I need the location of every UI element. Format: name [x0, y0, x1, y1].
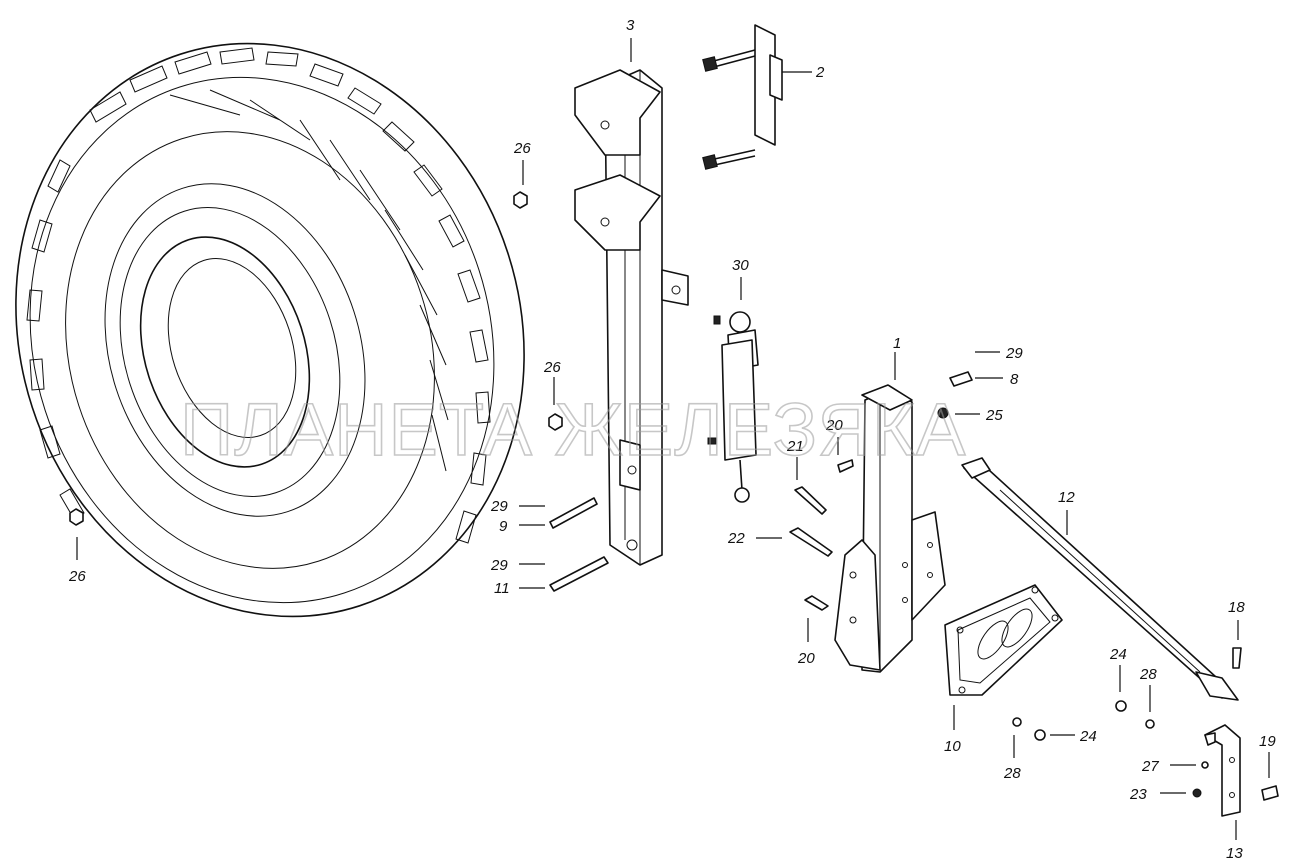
- callout-30: 30: [732, 257, 749, 274]
- callout-8: 8: [1010, 371, 1019, 388]
- callout-27: 27: [1141, 758, 1159, 775]
- plate-10: [944, 584, 1063, 696]
- callout-19: 19: [1259, 733, 1276, 750]
- callout-25: 25: [985, 407, 1003, 424]
- callout-labels: 3 2 26 30 26 1 29 8 25 20 21 22 29 9 29 …: [68, 17, 1276, 862]
- bracket-13: [1204, 724, 1241, 817]
- callout-29-right: 29: [1005, 345, 1023, 362]
- callout-28-right: 28: [1139, 666, 1157, 683]
- callout-20-top: 20: [825, 417, 843, 434]
- nut-26-mid: [548, 413, 563, 431]
- callout-3: 3: [626, 17, 635, 34]
- bracket-post-3: [574, 69, 689, 566]
- tread-pattern: [26, 47, 491, 544]
- callout-26-top: 26: [513, 140, 531, 157]
- callout-18: 18: [1228, 599, 1245, 616]
- rod-12: [961, 457, 1239, 701]
- callout-11: 11: [494, 580, 510, 597]
- leader-lines: [76, 38, 1270, 840]
- callout-1: 1: [893, 335, 901, 352]
- spare-tire: [15, 42, 525, 618]
- callout-10: 10: [944, 738, 961, 755]
- callout-29-pin11: 29: [490, 557, 508, 574]
- callout-23: 23: [1129, 786, 1147, 803]
- callout-12: 12: [1058, 489, 1075, 506]
- callout-22: 22: [727, 530, 745, 547]
- callout-29-pin9: 29: [490, 498, 508, 515]
- callout-13: 13: [1226, 845, 1243, 862]
- callout-26-left: 26: [68, 568, 86, 585]
- callout-9: 9: [499, 518, 508, 535]
- watermark: ПЛАНЕТА ЖЕЛЕЗЯКА: [180, 388, 966, 471]
- callout-28-left: 28: [1003, 765, 1021, 782]
- callout-24-bottom: 24: [1079, 728, 1097, 745]
- callout-24-top: 24: [1109, 646, 1127, 663]
- bracket-1: [834, 384, 946, 673]
- callout-21: 21: [786, 438, 804, 455]
- callout-26-mid: 26: [543, 359, 561, 376]
- nut-26-top: [513, 191, 528, 209]
- u-clamp-2: [702, 24, 783, 170]
- callout-2: 2: [815, 64, 825, 81]
- callout-20-bottom: 20: [797, 650, 815, 667]
- nut-26-left: [69, 508, 84, 526]
- hardware: [69, 191, 1279, 801]
- gas-strut-30: [707, 311, 759, 503]
